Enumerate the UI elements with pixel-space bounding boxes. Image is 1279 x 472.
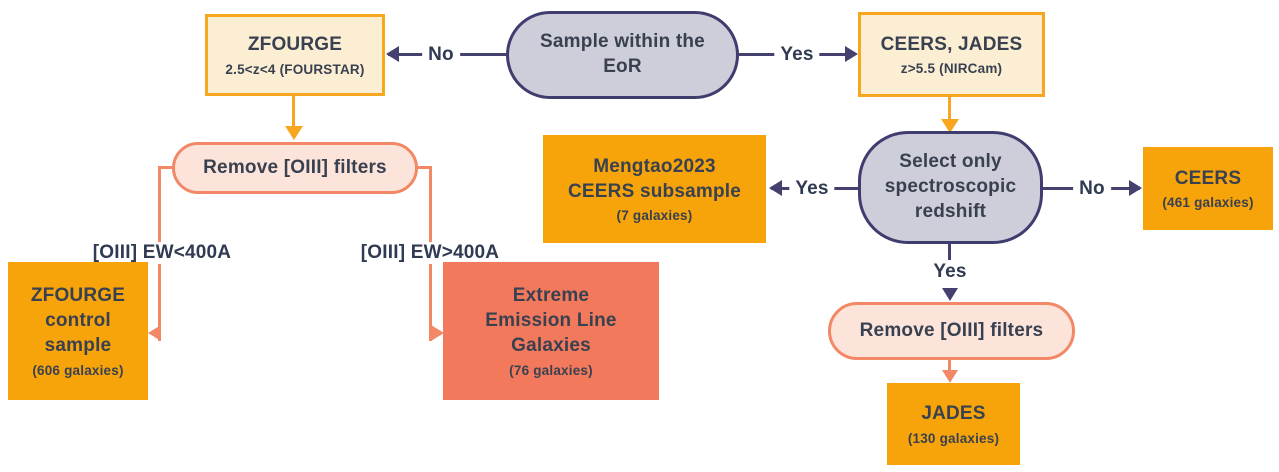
arrowhead-down-icon: [942, 370, 958, 383]
node-subtitle: (130 galaxies): [907, 430, 1000, 446]
node-jades: JADES (130 galaxies): [887, 383, 1020, 465]
node-ceers-jades: CEERS, JADES z>5.5 (NIRCam): [858, 12, 1045, 97]
node-title: Extreme Emission Line Galaxies: [485, 285, 617, 356]
arrowhead-down-icon: [285, 126, 303, 140]
node-extreme-emission-line-galaxies: Extreme Emission Line Galaxies (76 galax…: [443, 262, 659, 400]
arrowhead-right-icon: [1129, 180, 1142, 196]
node-title: CEERS, JADES: [880, 33, 1023, 55]
connector-ceersjades-select: [948, 97, 951, 122]
arrowhead-left-icon: [386, 46, 399, 62]
node-title: ZFOURGE: [247, 34, 343, 56]
arrowhead-right-icon: [431, 325, 444, 341]
node-subtitle: (76 galaxies): [509, 362, 593, 378]
arrowhead-right-icon: [845, 46, 858, 62]
connector-zfourge-remove: [292, 96, 295, 128]
node-title: ZFOURGE control sample: [30, 285, 126, 356]
node-title: Mengtao2023 CEERS subsample: [568, 155, 741, 202]
node-subtitle: (606 galaxies): [32, 362, 124, 378]
connector-select-remove: [948, 244, 951, 260]
node-title: Remove [OIII] filters: [859, 319, 1044, 341]
node-subtitle: (461 galaxies): [1162, 195, 1254, 211]
edge-label-yes-mengtao: Yes: [789, 178, 835, 200]
node-title: Select only spectroscopic redshift: [884, 151, 1017, 222]
arrowhead-left-icon: [769, 180, 782, 196]
edge-label-yes: Yes: [774, 44, 820, 66]
edge-label-ew-lt-400: [OIII] EW<400A: [86, 242, 238, 264]
node-title: Remove [OIII] filters: [203, 156, 387, 178]
arrowhead-down-icon: [942, 288, 958, 301]
edge-label-yes-remove: Yes: [927, 261, 973, 283]
edge-label-ew-gt-400: [OIII] EW>400A: [354, 242, 506, 264]
node-remove-oiii-filters-right: Remove [OIII] filters: [828, 302, 1075, 360]
edge-label-no-ceers: No: [1073, 178, 1111, 200]
connector-remove-jades: [948, 359, 951, 373]
node-title: JADES: [921, 403, 986, 425]
node-subtitle: (7 galaxies): [616, 208, 693, 224]
arrowhead-left-icon: [148, 325, 161, 341]
node-select-spectroscopic-redshift: Select only spectroscopic redshift: [858, 131, 1043, 244]
node-mengtao2023-ceers-subsample: Mengtao2023 CEERS subsample (7 galaxies): [543, 135, 766, 243]
node-subtitle: 2.5<z<4 (FOURSTAR): [225, 61, 365, 77]
node-ceers: CEERS (461 galaxies): [1143, 147, 1273, 230]
node-title: Sample within the EoR: [540, 31, 705, 77]
node-remove-oiii-filters-left: Remove [OIII] filters: [172, 142, 418, 194]
node-sample-within-eor: Sample within the EoR: [506, 11, 739, 99]
edge-label-no: No: [422, 44, 460, 66]
node-subtitle: z>5.5 (NIRCam): [900, 61, 1003, 77]
node-zfourge: ZFOURGE 2.5<z<4 (FOURSTAR): [205, 14, 385, 96]
arrowhead-down-icon: [941, 119, 959, 133]
connector-remove-left-stub: [158, 166, 174, 169]
node-title: CEERS: [1174, 167, 1242, 189]
node-zfourge-control-sample: ZFOURGE control sample (606 galaxies): [8, 262, 148, 400]
connector-remove-right-stub: [416, 166, 432, 169]
